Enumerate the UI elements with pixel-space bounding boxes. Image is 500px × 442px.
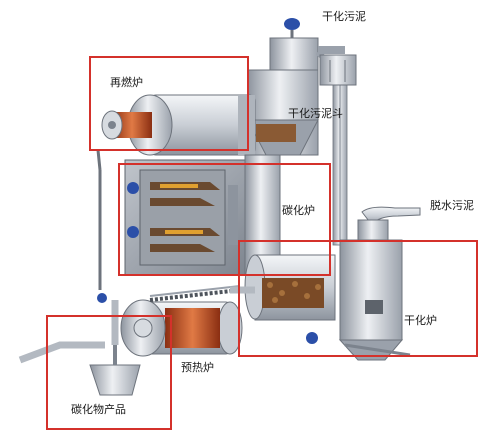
label-carbonized-product: 碳化物产品 (71, 403, 126, 416)
product-highlight-box (46, 315, 172, 430)
carbonization-furnace (124, 154, 281, 276)
frame-valve (97, 293, 107, 303)
preheat-furnace (120, 299, 243, 357)
top-fan (284, 18, 300, 38)
drying-furnace (244, 206, 421, 361)
carbonized-product-hopper (89, 345, 141, 396)
chain-conveyor (149, 285, 241, 302)
label-carbonization-furnace: 碳化炉 (282, 204, 315, 217)
carbonization-highlight-box (118, 163, 331, 276)
dryer-highlight-box (238, 240, 478, 357)
label-dried-sludge-hopper: 干化污泥斗 (288, 107, 343, 120)
label-dried-sludge: 干化污泥 (322, 10, 366, 23)
label-dewatered-sludge: 脱水污泥 (430, 199, 474, 212)
reburner (101, 94, 256, 156)
top-feeder (319, 54, 357, 86)
reburner-highlight-box (89, 56, 249, 151)
label-reburner: 再燃炉 (110, 76, 143, 89)
label-dryer: 干化炉 (404, 314, 437, 327)
label-preheater: 预热炉 (181, 361, 214, 374)
connecting-ducts (18, 286, 255, 364)
